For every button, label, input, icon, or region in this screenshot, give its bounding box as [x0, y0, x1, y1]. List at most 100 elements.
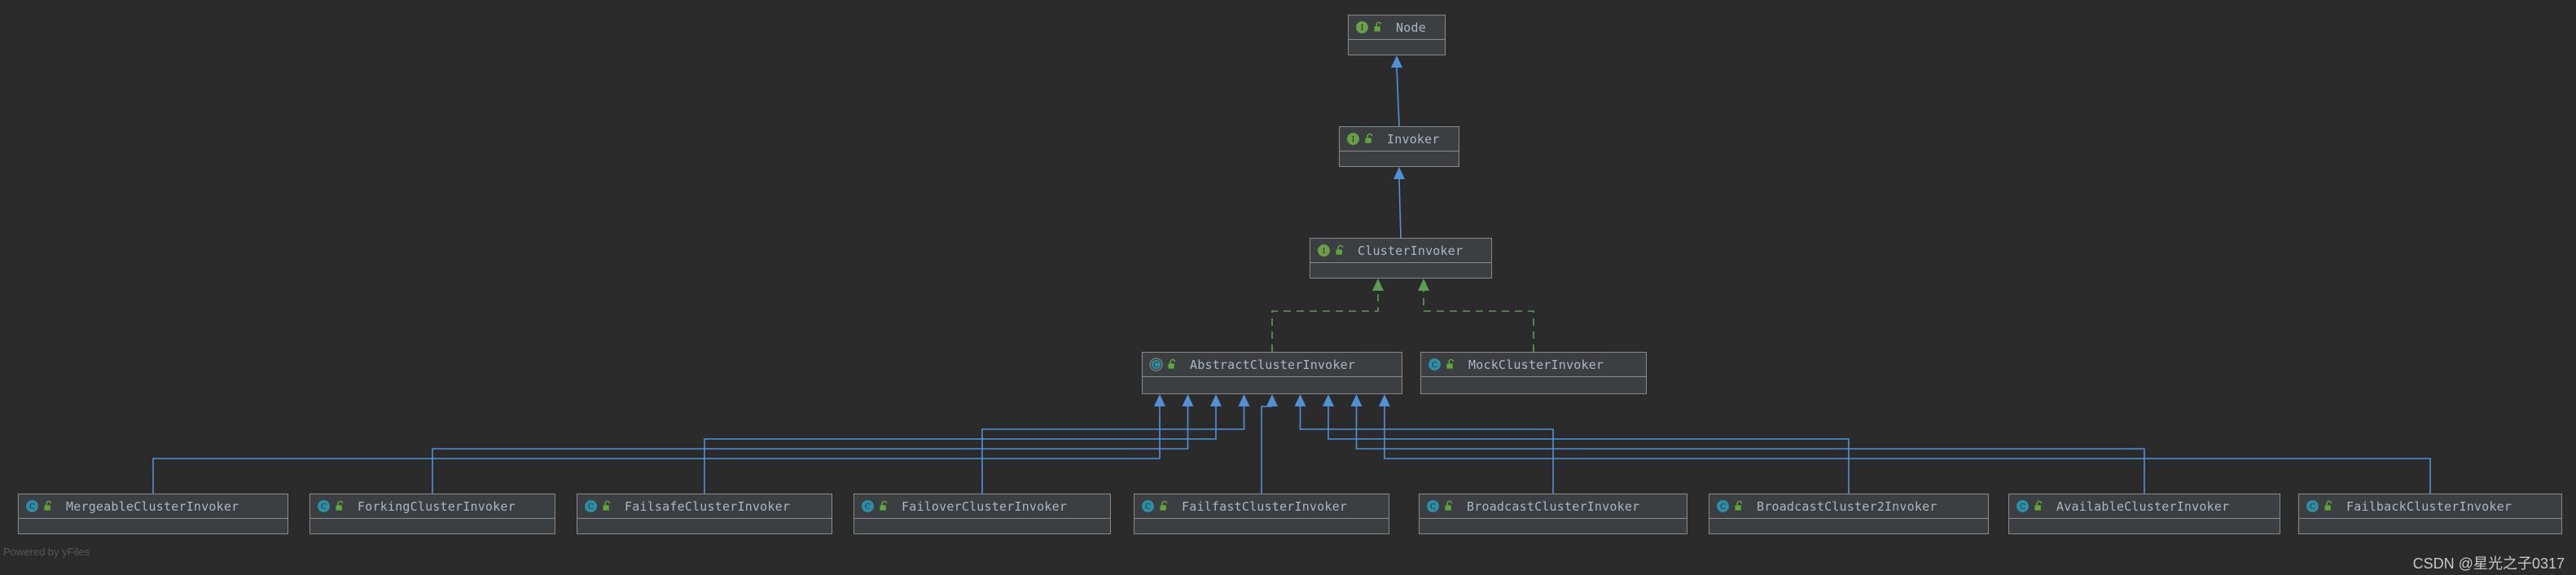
- uml-node-members: [19, 519, 287, 533]
- uml-node-title: AbstractClusterInvoker: [1190, 358, 1355, 372]
- uml-edge-edge-forking-abstract: [432, 394, 1194, 494]
- abstract-class-icon: C: [1149, 358, 1163, 371]
- unlock-icon: [2034, 500, 2045, 512]
- yfiles-watermark: Powered by yFiles: [3, 546, 90, 558]
- uml-class-node-abstract-cluster-invoker[interactable]: C AbstractClusterInvoker: [1142, 352, 1402, 394]
- uml-class-node-invoker[interactable]: I Invoker: [1339, 126, 1459, 167]
- interface-icon: I: [1346, 132, 1360, 146]
- uml-node-title: ForkingClusterInvoker: [358, 499, 516, 514]
- uml-node-title: ClusterInvoker: [1358, 244, 1463, 258]
- uml-class-node-failfast-cluster-invoker[interactable]: CFailfastClusterInvoker: [1134, 494, 1389, 534]
- unlock-icon: [879, 500, 890, 512]
- uml-node-header: C FailsafeClusterInvoker: [577, 494, 832, 519]
- uml-edge-edge-clusterinvoker-invoker: [1393, 167, 1405, 238]
- uml-node-header: C FailoverClusterInvoker: [854, 494, 1110, 519]
- uml-edge-edge-broadcast2-abstract: [1323, 394, 1849, 494]
- unlock-icon: [1446, 358, 1457, 371]
- uml-node-title: FailoverClusterInvoker: [902, 499, 1067, 514]
- class-icon: C: [584, 499, 598, 513]
- class-icon: C: [25, 499, 39, 513]
- uml-class-node-available-cluster-invoker[interactable]: C AvailableClusterInvoker: [2008, 494, 2280, 534]
- class-icon: C: [317, 499, 331, 513]
- class-icon: C: [1716, 499, 1730, 513]
- interface-icon: I: [1317, 244, 1331, 257]
- uml-edge-edge-failfast-abstract: [1262, 394, 1278, 494]
- uml-edge-edge-invoker-node: [1391, 55, 1402, 126]
- uml-node-members: [310, 519, 555, 533]
- svg-text:C: C: [1432, 362, 1437, 370]
- uml-node-header: C BroadcastClusterInvoker: [1420, 494, 1687, 519]
- uml-node-title: FailsafeClusterInvoker: [625, 499, 790, 514]
- uml-edge-edge-failback-abstract: [1379, 394, 2430, 494]
- uml-node-members: [1349, 40, 1445, 55]
- uml-node-header: INode: [1349, 15, 1445, 40]
- uml-edge-edge-available-abstract: [1351, 394, 2145, 494]
- uml-node-header: I ClusterInvoker: [1310, 239, 1491, 263]
- unlock-icon: [1335, 244, 1346, 257]
- uml-class-node-failsafe-cluster-invoker[interactable]: C FailsafeClusterInvoker: [577, 494, 832, 534]
- svg-text:C: C: [321, 503, 327, 511]
- uml-node-members: [1420, 519, 1687, 533]
- uml-node-title: Invoker: [1387, 132, 1440, 147]
- uml-class-node-cluster-invoker[interactable]: I ClusterInvoker: [1310, 238, 1492, 279]
- uml-class-node-failover-cluster-invoker[interactable]: C FailoverClusterInvoker: [854, 494, 1111, 534]
- uml-node-header: C MockClusterInvoker: [1421, 353, 1646, 377]
- class-icon: C: [2016, 499, 2030, 513]
- uml-node-title: MockClusterInvoker: [1468, 358, 1604, 372]
- interface-icon: I: [1355, 20, 1369, 34]
- uml-node-members: [577, 519, 832, 533]
- unlock-icon: [1167, 358, 1178, 371]
- uml-class-node-broadcast-cluster2-invoker[interactable]: CBroadcastCluster2Invoker: [1709, 494, 1989, 534]
- unlock-icon: [1444, 500, 1455, 512]
- svg-text:C: C: [2310, 503, 2315, 511]
- class-icon: C: [1426, 499, 1440, 513]
- uml-node-header: C AbstractClusterInvoker: [1143, 353, 1402, 377]
- uml-edge-edge-failover-abstract: [982, 394, 1250, 494]
- uml-class-node-broadcast-cluster-invoker[interactable]: C BroadcastClusterInvoker: [1419, 494, 1687, 534]
- class-icon: C: [2306, 499, 2319, 513]
- uml-class-node-mock-cluster-invoker[interactable]: C MockClusterInvoker: [1420, 352, 1647, 394]
- svg-text:C: C: [1430, 503, 1436, 511]
- uml-edge-edge-failsafe-abstract: [704, 394, 1222, 494]
- csdn-watermark: CSDN @星光之子0317: [2413, 552, 2565, 573]
- uml-node-header: I Invoker: [1340, 127, 1459, 151]
- uml-class-node-mergeable-cluster-invoker[interactable]: C MergeableClusterInvoker: [18, 494, 288, 534]
- svg-text:I: I: [1323, 247, 1326, 256]
- uml-node-members: [1310, 263, 1491, 278]
- uml-node-header: CBroadcastCluster2Invoker: [1709, 494, 1988, 519]
- uml-edge-edge-broadcast-abstract: [1295, 394, 1554, 494]
- uml-node-members: [2299, 519, 2561, 533]
- uml-node-header: C FailbackClusterInvoker: [2299, 494, 2561, 519]
- unlock-icon: [335, 500, 346, 512]
- unlock-icon: [1373, 21, 1385, 33]
- uml-node-members: [1143, 377, 1402, 393]
- uml-node-title: FailbackClusterInvoker: [2346, 499, 2512, 514]
- unlock-icon: [1159, 500, 1170, 512]
- svg-text:C: C: [588, 503, 594, 511]
- svg-text:C: C: [1145, 503, 1151, 511]
- class-icon: C: [1428, 358, 1442, 371]
- unlock-icon: [1734, 500, 1745, 512]
- uml-node-title: BroadcastClusterInvoker: [1467, 499, 1639, 514]
- uml-node-title: MergeableClusterInvoker: [66, 499, 239, 514]
- svg-text:C: C: [865, 503, 871, 511]
- uml-node-members: [1134, 519, 1389, 533]
- uml-node-members: [2009, 519, 2280, 533]
- svg-text:C: C: [1153, 362, 1159, 370]
- uml-edge-edge-mock-clusterinvoker: [1418, 279, 1534, 352]
- uml-class-node-failback-cluster-invoker[interactable]: C FailbackClusterInvoker: [2298, 494, 2562, 534]
- uml-node-members: [1421, 377, 1646, 393]
- uml-node-header: C ForkingClusterInvoker: [310, 494, 555, 519]
- unlock-icon: [602, 500, 613, 512]
- svg-text:I: I: [1361, 24, 1364, 33]
- svg-text:C: C: [29, 503, 35, 511]
- uml-node-title: AvailableClusterInvoker: [2056, 499, 2229, 514]
- uml-class-node-forking-cluster-invoker[interactable]: C ForkingClusterInvoker: [309, 494, 555, 534]
- uml-node-header: CFailfastClusterInvoker: [1134, 494, 1389, 519]
- uml-node-members: [854, 519, 1110, 533]
- class-icon: C: [861, 499, 875, 513]
- uml-class-node-node[interactable]: INode: [1348, 15, 1446, 55]
- uml-node-header: C MergeableClusterInvoker: [19, 494, 287, 519]
